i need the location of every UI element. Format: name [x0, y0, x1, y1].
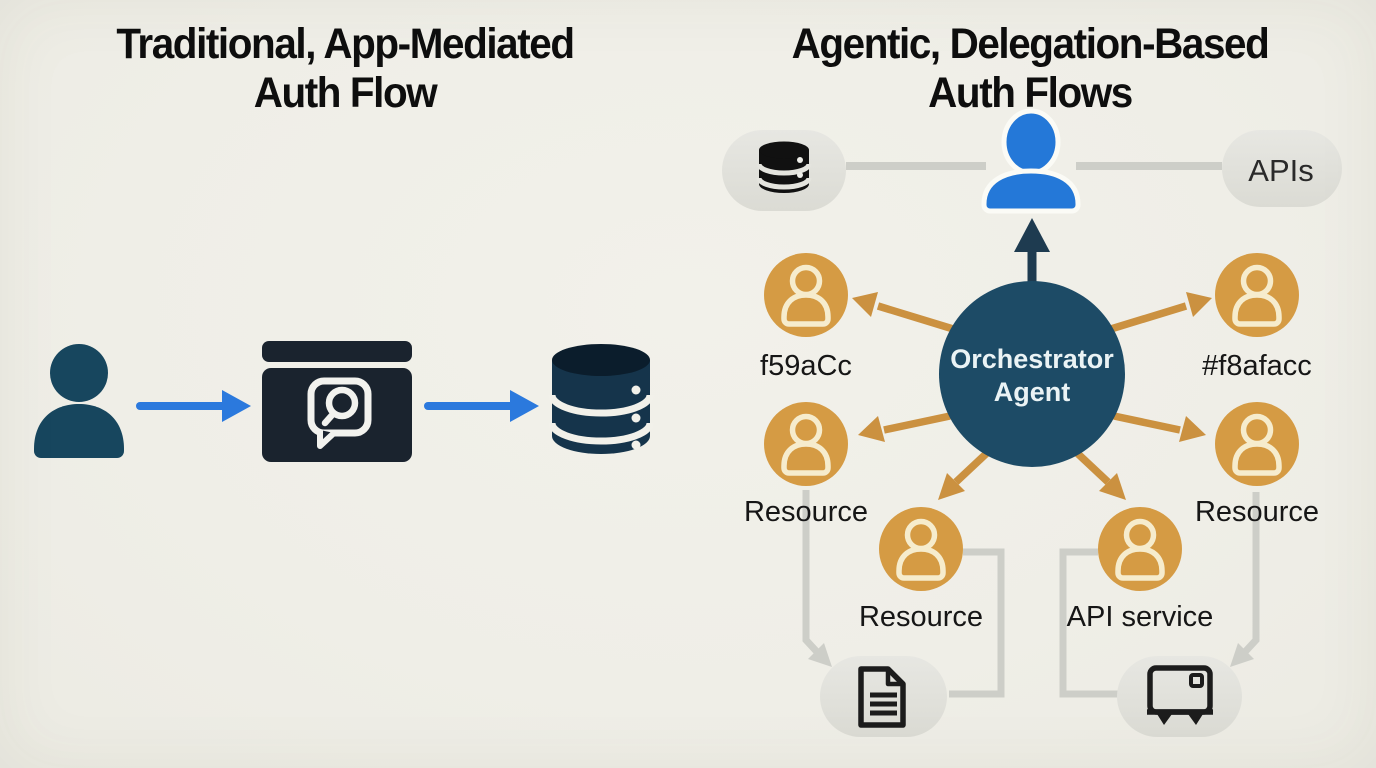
right-panel-title: Agentic, Delegation-Based Auth Flows [725, 20, 1336, 118]
agent-label: Resource [859, 601, 983, 633]
agent-node-upper-left [764, 253, 848, 337]
gray-connectors [802, 490, 1260, 698]
connector-midleft-to-document [802, 490, 821, 656]
agent-node-mid-left [764, 402, 848, 486]
arrow-to-mid-right-agent [1113, 412, 1206, 442]
agent-label: f59aCc [760, 350, 852, 382]
agent-node-bottom-left [879, 507, 963, 591]
database-icon [548, 344, 654, 454]
user-icon [34, 344, 124, 458]
user-icon [981, 108, 1081, 214]
database-icon [756, 141, 812, 193]
tv-pill [1117, 656, 1242, 737]
database-pill [722, 130, 846, 211]
tv-icon [1147, 665, 1213, 725]
arrow-to-upper-left-agent [852, 292, 965, 336]
left-flow [34, 341, 654, 462]
arrow-to-bottom-left-agent [938, 449, 991, 500]
agent-label: #f8afacc [1202, 350, 1312, 382]
agent-node-mid-right [1215, 402, 1299, 486]
agent-label: Resource [744, 496, 868, 528]
arrow-right-icon [424, 390, 539, 422]
agent-label: Resource [1195, 496, 1319, 528]
agent-node-bottom-right [1098, 507, 1182, 591]
app-window-search-icon [262, 341, 412, 462]
left-panel-title: Traditional, App-Mediated Auth Flow [49, 20, 641, 118]
apis-pill-label: APIs [1248, 153, 1313, 188]
arrowhead [1230, 643, 1254, 667]
right-title-line1: Agentic, Delegation-Based [791, 20, 1270, 68]
connector-midright-to-tv [1241, 492, 1260, 656]
connector-bottomright-to-tv [1059, 548, 1119, 698]
right-flow: APIs [722, 108, 1342, 737]
agent-node-upper-right [1215, 253, 1299, 337]
left-title-line1: Traditional, App-Mediated [116, 20, 575, 68]
orchestrator-agent-node: Orchestrator Agent [939, 281, 1125, 467]
agent-label: API service [1067, 601, 1214, 633]
arrowhead [808, 643, 832, 667]
document-pill [820, 656, 947, 737]
arrow-to-mid-left-agent [858, 412, 951, 442]
document-icon [858, 666, 906, 728]
apis-pill: APIs [1222, 130, 1342, 207]
arrow-right-icon [136, 390, 251, 422]
arrow-to-upper-right-agent [1099, 292, 1212, 336]
arrow-to-bottom-right-agent [1073, 449, 1126, 500]
left-title-line2: Auth Flow [253, 69, 438, 117]
orchestrator-label-line1: Orchestrator [950, 344, 1114, 374]
connector-bottomleft-to-document [949, 548, 1005, 698]
delegation-arrows [852, 292, 1212, 500]
orchestrator-label-line2: Agent [994, 377, 1071, 407]
